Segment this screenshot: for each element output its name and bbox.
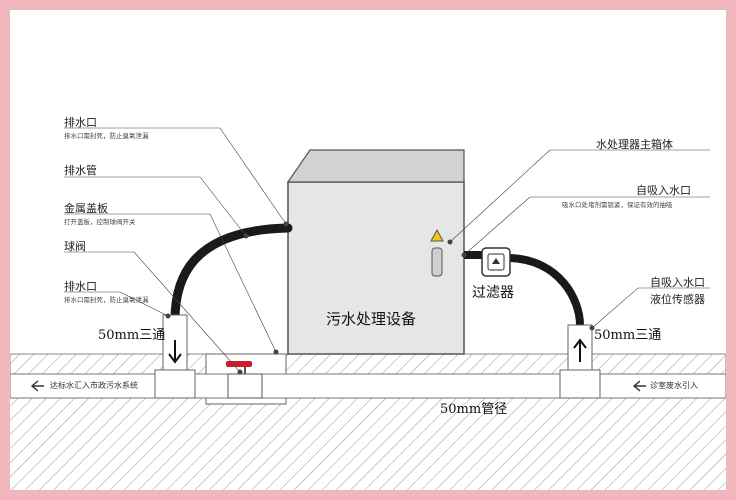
left-leader-dots [165,221,289,375]
label-outlet-bottom: 排水口 [64,280,97,293]
main-box-top [286,149,465,183]
floor-slab-top [10,353,726,375]
diagram-drawing [10,127,726,490]
warning-sign [430,228,444,242]
device-name: 污水处理设备 [326,310,417,328]
main-pipe-label: 50mm管径 [440,402,508,417]
ball-valve-body [227,373,263,399]
right-leader-dots [447,239,595,331]
diagram-canvas: 排水口 排水口需封死，防止臭氧泄漏 排水管 金属盖板 打开盖板，控制球阀开关 球… [10,10,726,490]
filter-arrow-icon [492,258,500,264]
tee-right-fitting [559,369,601,399]
flow-left-text: 达标水汇入市政污水系统 [50,381,138,390]
label-metal-cover: 金属盖板 [64,202,108,215]
down-arrow-icon [168,340,182,364]
tee-left-label: 50mm三通 [98,328,166,343]
right-leader-lines [449,149,710,329]
label-drain-pipe: 排水管 [64,164,97,177]
label-intake-top: 自吸入水口 [636,184,691,197]
up-arrow-icon [573,338,587,362]
label-main-box: 水处理器主箱体 [596,138,673,151]
drain-hose [170,223,293,325]
filter-label: 过滤器 [472,285,514,301]
label-outlet-bottom-desc: 排水口需封死，防止臭氧泄漏 [64,296,149,304]
tee-left-fitting [154,369,196,399]
left-leader-lines [64,127,287,373]
main-pipe [10,373,726,399]
box-latch [431,247,443,277]
flow-left-arrow-icon [30,380,44,392]
label-outlet-top-desc: 排水口需封死，防止臭氧泄漏 [64,132,149,140]
flow-right-text: 诊室废水引入 [650,381,698,390]
label-metal-cover-desc: 打开盖板，控制球阀开关 [64,218,136,226]
ground-below [10,398,726,490]
flow-right-arrow-icon [632,380,646,392]
tee-right-label: 50mm三通 [594,328,662,343]
valve-handle [226,361,252,367]
label-outlet-top: 排水口 [64,116,97,129]
label-ball-valve: 球阀 [64,240,86,253]
label-level-sensor: 液位传感器 [650,293,705,306]
label-intake-bottom: 自吸入水口 [650,276,705,289]
intake-hose [506,254,584,329]
label-intake-top-desc: 吸水口处堵剂需锁紧，保证有效的抽吸 [562,201,673,209]
